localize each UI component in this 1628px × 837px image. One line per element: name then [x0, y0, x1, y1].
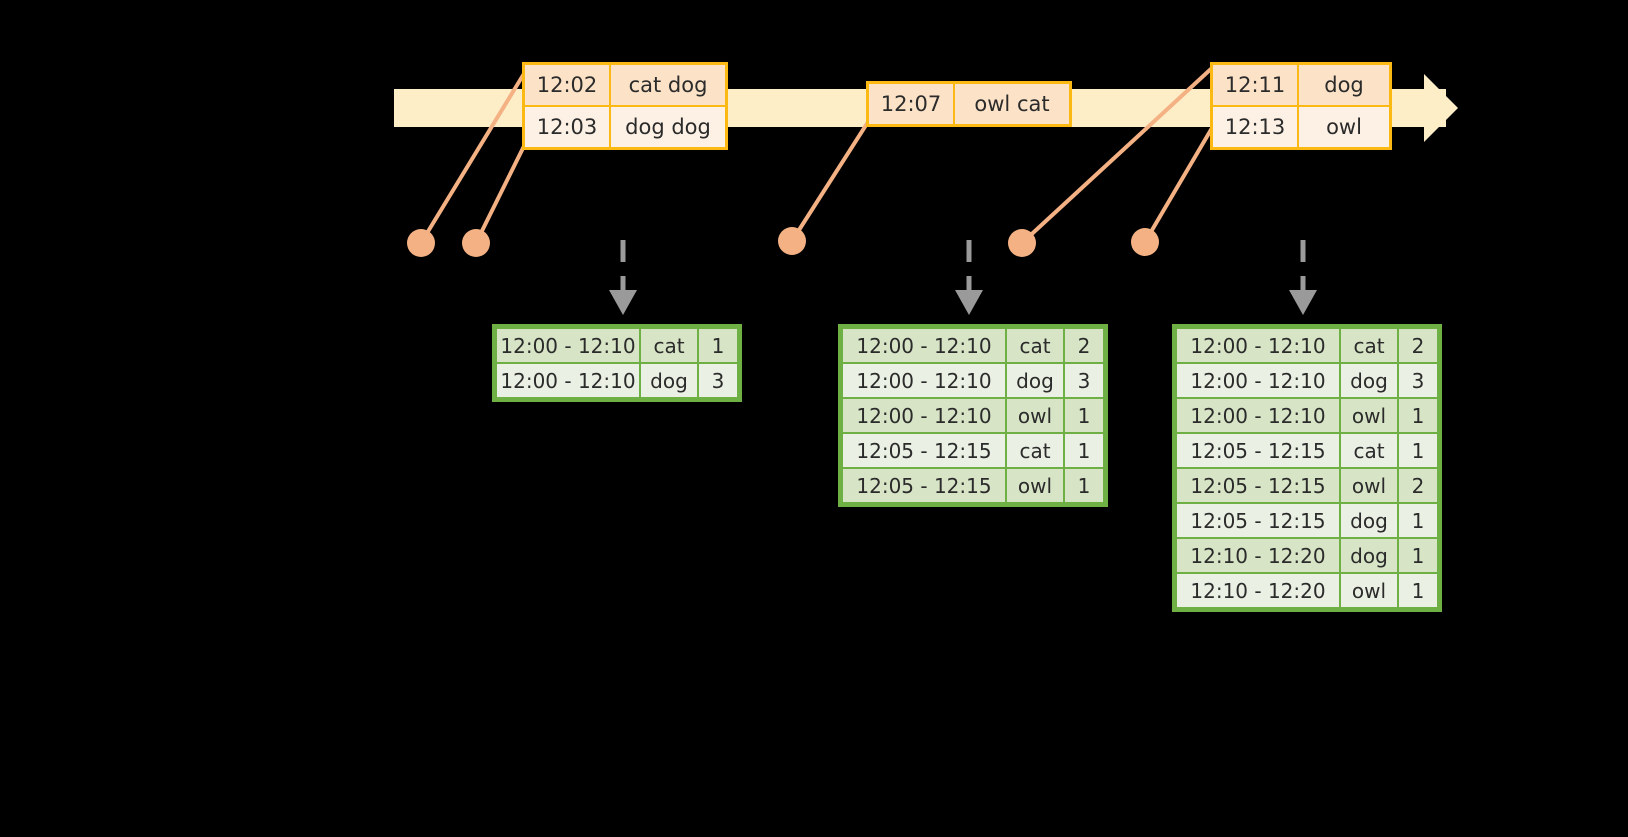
event-words: dog dog — [625, 115, 711, 139]
cell-window: 12:00 - 12:10 — [843, 364, 1005, 397]
table-row[interactable]: 12:00 - 12:10 cat 2 — [843, 329, 1103, 362]
table-row[interactable]: 12:05 - 12:15 owl 1 — [843, 469, 1103, 502]
table-row[interactable]: 12:05 - 12:15 owl 2 — [1177, 469, 1437, 502]
cell-word: dog — [641, 364, 697, 397]
event-words: owl cat — [974, 92, 1050, 116]
cell-word: owl — [1007, 469, 1063, 502]
cell-window: 12:05 - 12:15 — [843, 434, 1005, 467]
table-row[interactable]: 12:00 - 12:10 cat 1 — [497, 329, 737, 362]
result-table-3[interactable]: 12:00 - 12:10 cat 2 12:00 - 12:10 dog 3 … — [1172, 324, 1442, 612]
event-group-2[interactable]: 12:07 owl cat — [866, 81, 1072, 127]
cell-count: 1 — [1399, 504, 1437, 537]
event-time: 12:03 — [525, 107, 611, 147]
cell-window: 12:05 - 12:15 — [843, 469, 1005, 502]
cell-count: 1 — [1399, 574, 1437, 607]
event-group-3[interactable]: 12:11 dog 12:13 owl — [1210, 62, 1392, 150]
cell-count: 2 — [1399, 469, 1437, 502]
dashed-arrow-heads — [609, 290, 1317, 315]
event-time: 12:11 — [1213, 65, 1299, 105]
cell-window: 12:00 - 12:10 — [497, 364, 639, 397]
cell-count: 3 — [1399, 364, 1437, 397]
table-row[interactable]: 12:05 - 12:15 cat 1 — [1177, 434, 1437, 467]
cell-count: 1 — [699, 329, 737, 362]
cell-word: cat — [641, 329, 697, 362]
connector-dot-1 — [407, 229, 435, 257]
cell-window: 12:10 - 12:20 — [1177, 539, 1339, 572]
cell-window: 12:00 - 12:10 — [843, 329, 1005, 362]
cell-count: 1 — [1065, 399, 1103, 432]
event-words: owl — [1326, 115, 1362, 139]
event-row[interactable]: 12:07 owl cat — [869, 84, 1069, 124]
event-time: 12:07 — [869, 84, 955, 124]
event-words: dog — [1324, 73, 1364, 97]
cell-count: 1 — [1399, 399, 1437, 432]
result-table-1[interactable]: 12:00 - 12:10 cat 1 12:00 - 12:10 dog 3 — [492, 324, 742, 402]
table-row[interactable]: 12:00 - 12:10 cat 2 — [1177, 329, 1437, 362]
cell-window: 12:00 - 12:10 — [1177, 329, 1339, 362]
cell-word: cat — [1341, 329, 1397, 362]
cell-count: 3 — [1065, 364, 1103, 397]
cell-word: owl — [1341, 574, 1397, 607]
cell-word: owl — [1341, 399, 1397, 432]
table-row[interactable]: 12:00 - 12:10 dog 3 — [843, 364, 1103, 397]
event-row[interactable]: 12:03 dog dog — [525, 105, 725, 147]
event-group-1[interactable]: 12:02 cat dog 12:03 dog dog — [522, 62, 728, 150]
cell-word: owl — [1341, 469, 1397, 502]
cell-count: 1 — [1399, 539, 1437, 572]
event-row[interactable]: 12:13 owl — [1213, 105, 1389, 147]
event-time: 12:13 — [1213, 107, 1299, 147]
cell-word: cat — [1007, 434, 1063, 467]
cell-window: 12:00 - 12:10 — [1177, 364, 1339, 397]
connector-dot-2 — [462, 229, 490, 257]
cell-count: 2 — [1399, 329, 1437, 362]
cell-word: owl — [1007, 399, 1063, 432]
connector-dot-5 — [1131, 228, 1159, 256]
table-row[interactable]: 12:10 - 12:20 owl 1 — [1177, 574, 1437, 607]
cell-count: 1 — [1065, 469, 1103, 502]
cell-word: dog — [1341, 539, 1397, 572]
cell-word: dog — [1341, 364, 1397, 397]
cell-window: 12:05 - 12:15 — [1177, 504, 1339, 537]
connector-dot-3 — [778, 227, 806, 255]
event-words: cat dog — [628, 73, 708, 97]
cell-window: 12:00 - 12:10 — [1177, 399, 1339, 432]
cell-window: 12:05 - 12:15 — [1177, 469, 1339, 502]
cell-word: cat — [1007, 329, 1063, 362]
table-row[interactable]: 12:05 - 12:15 dog 1 — [1177, 504, 1437, 537]
cell-window: 12:00 - 12:10 — [497, 329, 639, 362]
table-row[interactable]: 12:00 - 12:10 dog 3 — [1177, 364, 1437, 397]
cell-count: 1 — [1065, 434, 1103, 467]
cell-count: 1 — [1399, 434, 1437, 467]
dashed-arrows — [620, 240, 1306, 290]
event-time: 12:02 — [525, 65, 611, 105]
cell-word: dog — [1341, 504, 1397, 537]
cell-window: 12:00 - 12:10 — [843, 399, 1005, 432]
cell-word: cat — [1341, 434, 1397, 467]
result-table-2[interactable]: 12:00 - 12:10 cat 2 12:00 - 12:10 dog 3 … — [838, 324, 1108, 507]
connector-dots — [407, 227, 1159, 257]
cell-window: 12:10 - 12:20 — [1177, 574, 1339, 607]
event-row[interactable]: 12:11 dog — [1213, 65, 1389, 105]
table-row[interactable]: 12:05 - 12:15 cat 1 — [843, 434, 1103, 467]
cell-count: 2 — [1065, 329, 1103, 362]
table-row[interactable]: 12:00 - 12:10 dog 3 — [497, 364, 737, 397]
table-row[interactable]: 12:00 - 12:10 owl 1 — [1177, 399, 1437, 432]
event-row[interactable]: 12:02 cat dog — [525, 65, 725, 105]
cell-word: dog — [1007, 364, 1063, 397]
table-row[interactable]: 12:10 - 12:20 dog 1 — [1177, 539, 1437, 572]
connector-dot-4 — [1008, 229, 1036, 257]
cell-count: 3 — [699, 364, 737, 397]
table-row[interactable]: 12:00 - 12:10 owl 1 — [843, 399, 1103, 432]
cell-window: 12:05 - 12:15 — [1177, 434, 1339, 467]
